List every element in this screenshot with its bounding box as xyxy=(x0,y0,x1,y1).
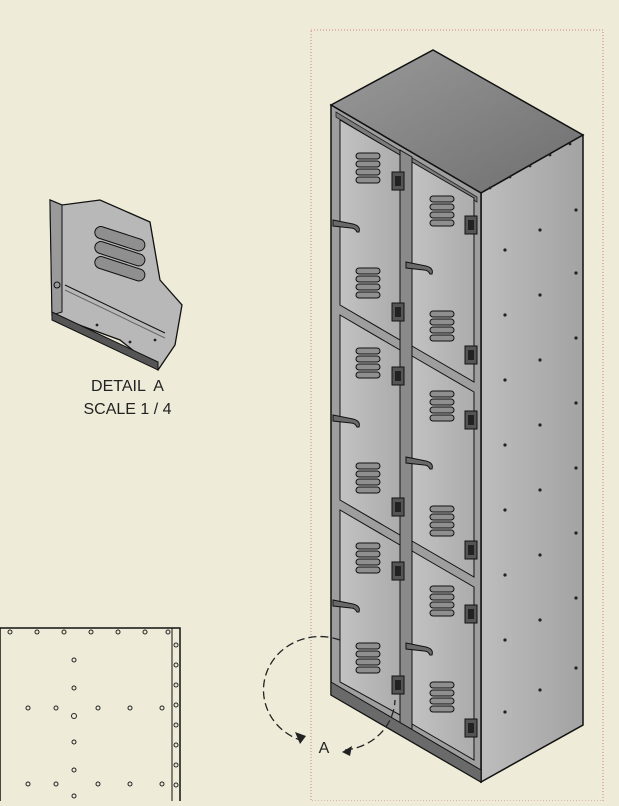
locker-isometric-view xyxy=(329,49,585,784)
flat-panel-view xyxy=(0,627,181,804)
detail-callout-arc xyxy=(262,635,396,756)
detail-a-view xyxy=(49,199,183,371)
door-left-3 xyxy=(339,509,401,716)
locker-side-panel xyxy=(480,133,584,784)
detail-scale-label: SCALE 1 / 4 xyxy=(83,401,172,418)
detail-title: DETAIL A xyxy=(91,378,164,395)
detail-callout-letter: A xyxy=(318,740,330,757)
